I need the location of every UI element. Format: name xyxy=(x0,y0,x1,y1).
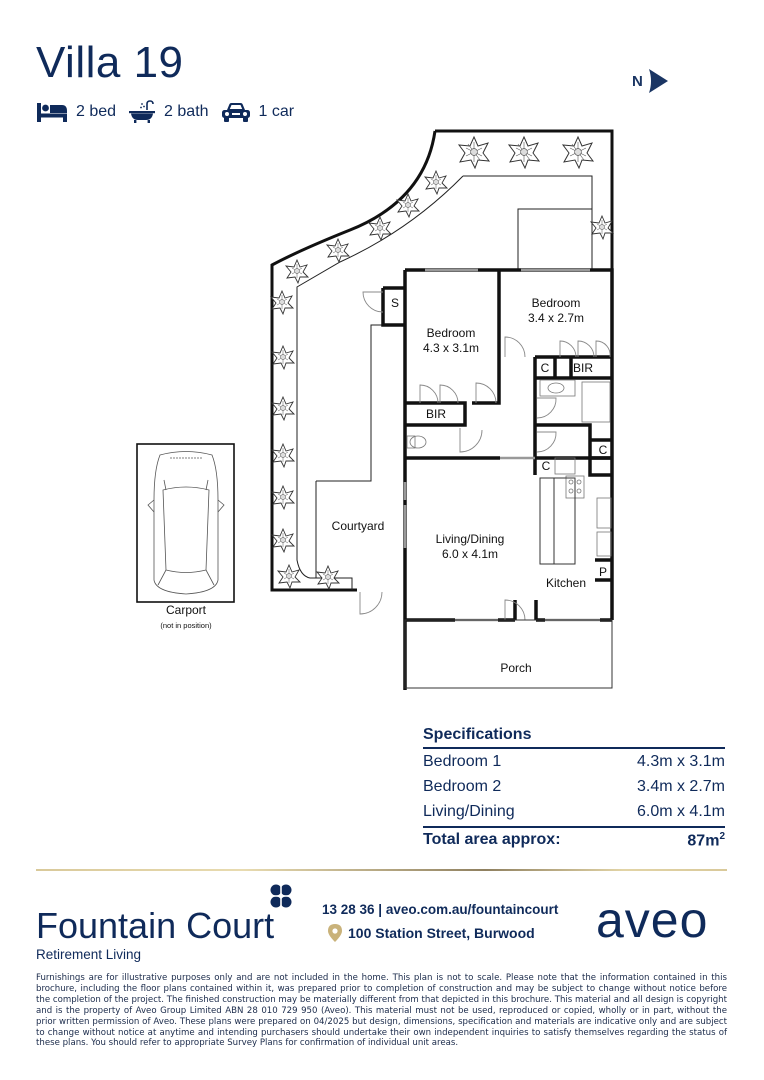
car-topview-icon xyxy=(147,451,225,595)
gold-divider xyxy=(36,869,727,871)
bath-icon xyxy=(129,100,156,123)
north-indicator: N xyxy=(632,68,669,94)
aveo-logo: aveo xyxy=(596,892,709,948)
room-kitchen-name: Kitchen xyxy=(546,576,586,590)
room-porch-name: Porch xyxy=(500,661,531,675)
room-bedroom1-dims: 4.3 x 3.1m xyxy=(423,341,479,355)
spec-size: 4.3m x 3.1m xyxy=(636,753,725,770)
label-cupboard-1: C xyxy=(541,361,550,375)
disclaimer-text: Furnishings are for illustrative purpose… xyxy=(36,973,727,1049)
brand-subtitle: Retirement Living xyxy=(36,947,142,962)
address-text: 100 Station Street, Burwood xyxy=(348,925,535,941)
villa-title: Villa 19 xyxy=(36,38,184,87)
spec-row: Bedroom 1 4.3m x 3.1m xyxy=(423,749,725,774)
porch-outline xyxy=(404,619,613,689)
feature-car: 1 car xyxy=(221,101,295,123)
spec-room: Bedroom 2 xyxy=(423,778,502,795)
room-bedroom2-name: Bedroom xyxy=(532,296,581,310)
spec-total-value-wrap: 87m2 xyxy=(687,831,725,850)
label-pantry: P xyxy=(599,565,607,579)
building-walls xyxy=(381,268,614,690)
north-arrow-icon xyxy=(648,69,668,93)
clover-icon xyxy=(270,884,292,908)
bed-icon xyxy=(37,103,67,122)
label-cupboard-2: C xyxy=(599,443,608,457)
fountain-court-logo: Fountain Court Retirement Living xyxy=(36,882,292,962)
room-bedroom1-name: Bedroom xyxy=(427,326,476,340)
spec-room: Bedroom 1 xyxy=(423,753,502,770)
north-label: N xyxy=(632,72,643,90)
fixtures xyxy=(406,379,612,565)
label-bir-1: BIR xyxy=(426,407,446,421)
spec-total-value: 87m xyxy=(687,832,720,850)
carport-note: (not in position) xyxy=(160,621,212,630)
garden-boundary xyxy=(270,129,614,592)
spec-total-label: Total area approx: xyxy=(423,831,561,848)
doors xyxy=(359,291,611,621)
contact-phone-web[interactable]: 13 28 36 | aveo.com.au/fountaincourt xyxy=(322,902,559,917)
address-line: 100 Station Street, Burwood xyxy=(328,924,558,942)
label-bir-2: BIR xyxy=(573,361,593,375)
label-storage: S xyxy=(391,296,399,310)
room-living-dims: 6.0 x 4.1m xyxy=(442,547,498,561)
label-cupboard-3: C xyxy=(542,459,551,473)
room-labels: Bedroom 4.3 x 3.1m Bedroom 3.4 x 2.7m Li… xyxy=(332,296,608,675)
specifications-title: Specifications xyxy=(423,726,725,749)
contact-block: 13 28 36 | aveo.com.au/fountaincourt 100… xyxy=(322,902,558,942)
spec-room: Living/Dining xyxy=(423,803,515,820)
specifications-table: Specifications Bedroom 1 4.3m x 3.1m Bed… xyxy=(423,726,725,850)
feature-list: 2 bed 2 bath 1 car xyxy=(36,100,294,124)
feature-car-label: 1 car xyxy=(258,103,295,120)
brand-name: Fountain Court xyxy=(36,905,275,946)
feature-bed: 2 bed xyxy=(36,101,116,123)
spec-size: 6.0m x 4.1m xyxy=(636,803,725,820)
carport-label: Carport xyxy=(166,603,207,617)
carport: Carport (not in position) xyxy=(136,443,235,630)
location-pin-icon xyxy=(328,924,342,942)
room-bedroom2-dims: 3.4 x 2.7m xyxy=(528,311,584,325)
spec-row: Living/Dining 6.0m x 4.1m xyxy=(423,799,725,824)
feature-bath-label: 2 bath xyxy=(164,103,209,120)
floor-plan: Bedroom 4.3 x 3.1m Bedroom 3.4 x 2.7m Li… xyxy=(136,129,614,690)
feature-bed-label: 2 bed xyxy=(76,103,117,120)
car-icon xyxy=(221,103,250,122)
feature-bath: 2 bath xyxy=(128,100,209,124)
room-courtyard-name: Courtyard xyxy=(332,519,385,533)
spec-row: Bedroom 2 3.4m x 2.7m xyxy=(423,774,725,799)
spec-total-sup: 2 xyxy=(719,831,725,842)
garden-plants xyxy=(270,136,614,590)
spec-size: 3.4m x 2.7m xyxy=(636,778,725,795)
room-living-name: Living/Dining xyxy=(436,532,505,546)
spec-total-row: Total area approx: 87m2 xyxy=(423,826,725,850)
